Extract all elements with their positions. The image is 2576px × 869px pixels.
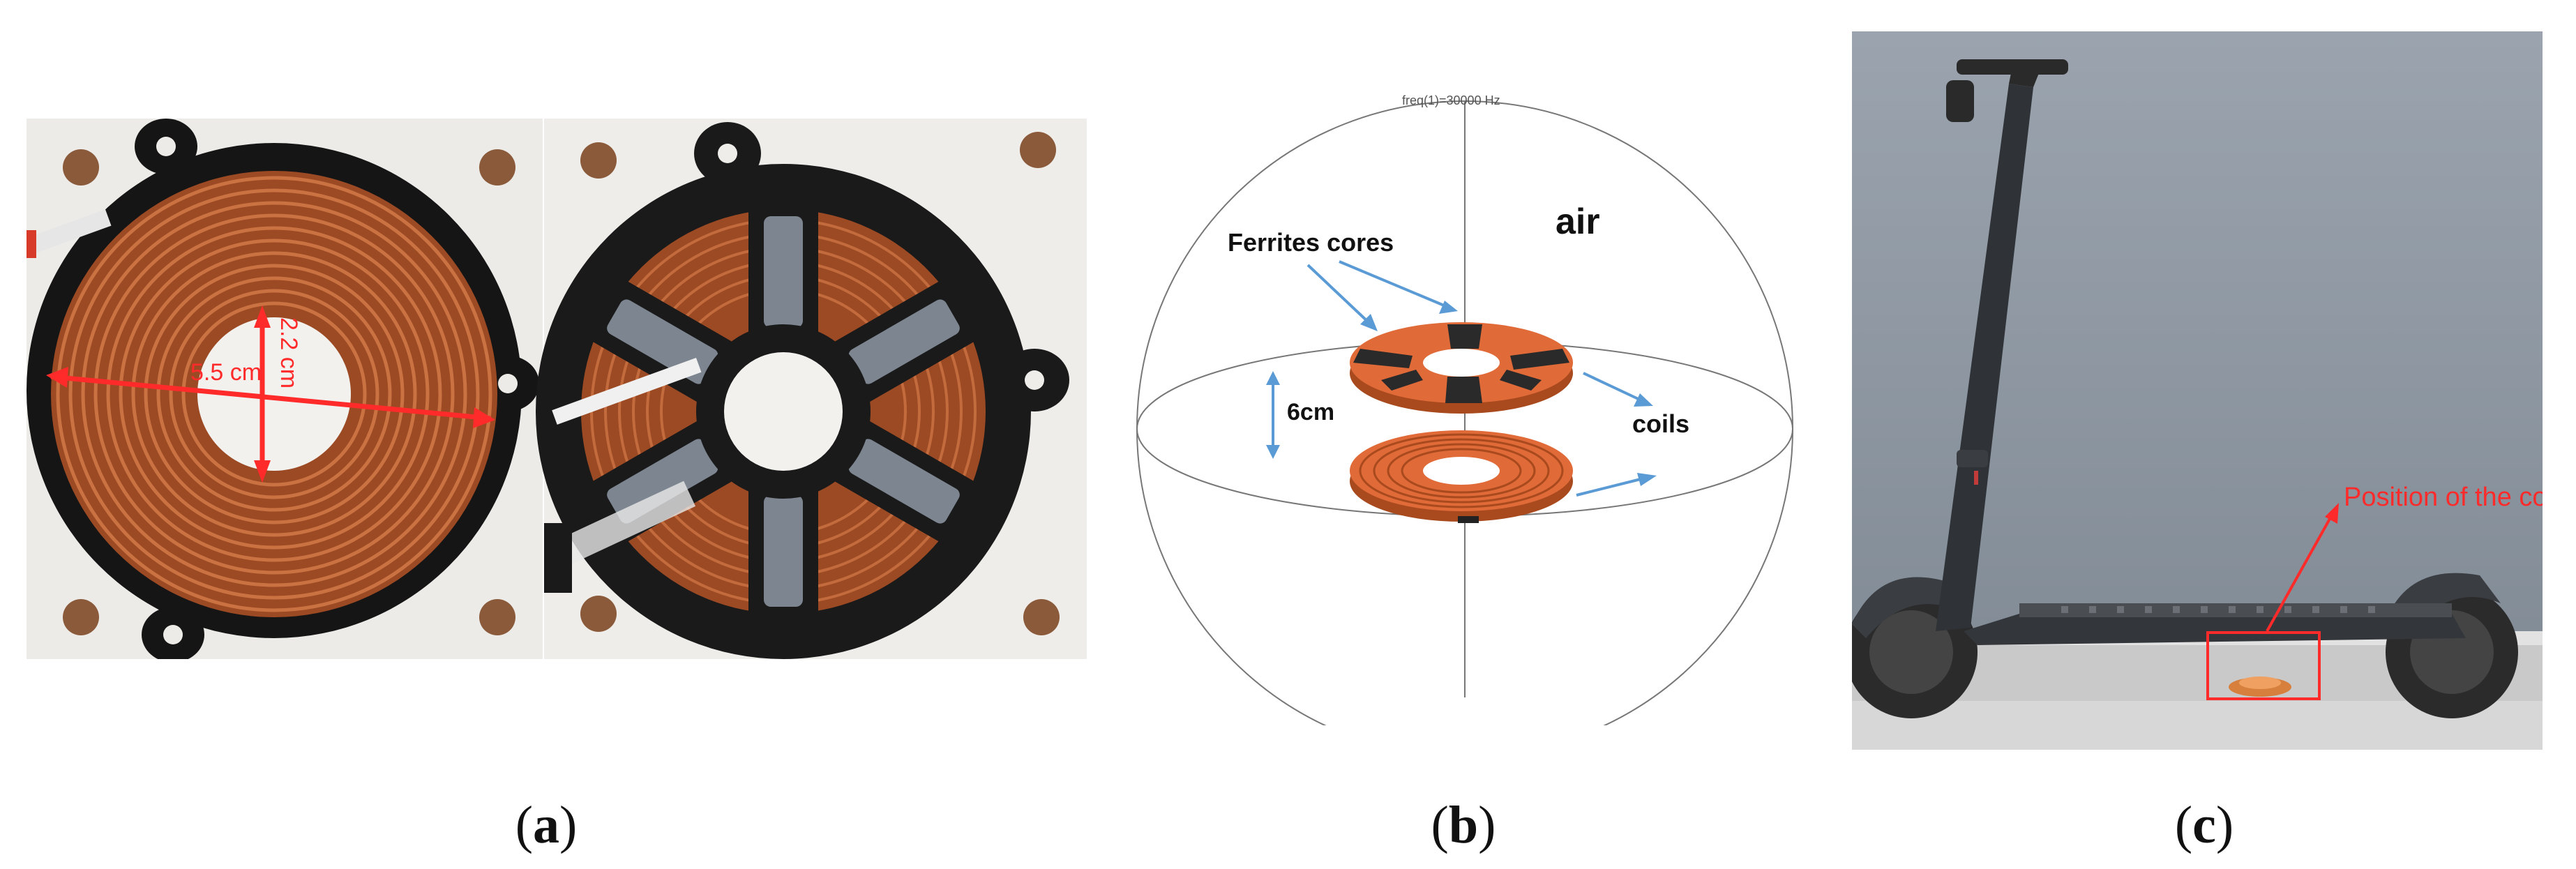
position-of-coils-label: Position of the coils — [2344, 483, 2543, 512]
caption-c-letter: c — [2192, 796, 2216, 854]
dimension-lines — [46, 305, 495, 483]
ferrites-cores-label: Ferrites cores — [1228, 228, 1394, 257]
left-coil — [27, 119, 539, 663]
diameter-label: 5.5 cm — [190, 359, 262, 386]
caption-c: (c) — [2174, 796, 2234, 854]
frequency-label: freq(1)=30000 Hz — [1402, 93, 1500, 107]
coil-photos: 5.5 cm 2.2 cm — [27, 119, 1087, 663]
air-label: air — [1556, 202, 1600, 242]
panel-c: Position of the coils — [1845, 31, 2572, 750]
caption-a: (a) — [515, 796, 578, 854]
upper-coil — [1350, 322, 1573, 414]
lower-coil — [1350, 430, 1573, 523]
coil-position-box — [2206, 631, 2321, 700]
coils-label: coils — [1632, 409, 1689, 438]
inner-diameter-label: 2.2 cm — [276, 317, 302, 388]
caption-b: (b) — [1431, 796, 1496, 854]
coil-position-arrow — [2266, 512, 2335, 632]
panel-b: freq(1)=30000 Hz air Ferrites cores coil… — [1130, 84, 1814, 757]
annotation-arrows — [1266, 260, 1657, 497]
simulation-diagram: freq(1)=30000 Hz air Ferrites cores coil… — [1136, 93, 1793, 757]
caption-a-letter: a — [533, 796, 559, 854]
right-coil — [536, 122, 1069, 659]
caption-b-letter: b — [1448, 796, 1479, 854]
gap-label: 6cm — [1287, 399, 1334, 425]
board-holes — [63, 132, 1060, 635]
scooter — [1845, 59, 2518, 718]
ferrite-bars — [1353, 324, 1569, 403]
panel-a: 5.5 cm 2.2 cm — [27, 119, 1087, 663]
scooter-render: Position of the coils — [1845, 31, 2572, 750]
